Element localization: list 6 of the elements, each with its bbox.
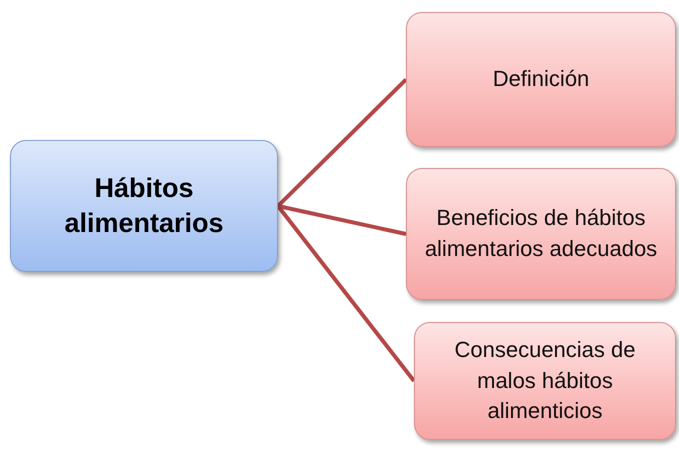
connector-line	[278, 204, 406, 236]
subtopic-box: Beneficios de hábitos alimentarios adecuados	[406, 168, 676, 300]
subtopic-box: Definición	[406, 12, 676, 147]
topic-box: Hábitos alimentarios	[10, 140, 278, 272]
subtopic-box: Consecuencias de malos hábitos alimenticios	[414, 322, 676, 440]
connector-line	[276, 78, 408, 208]
